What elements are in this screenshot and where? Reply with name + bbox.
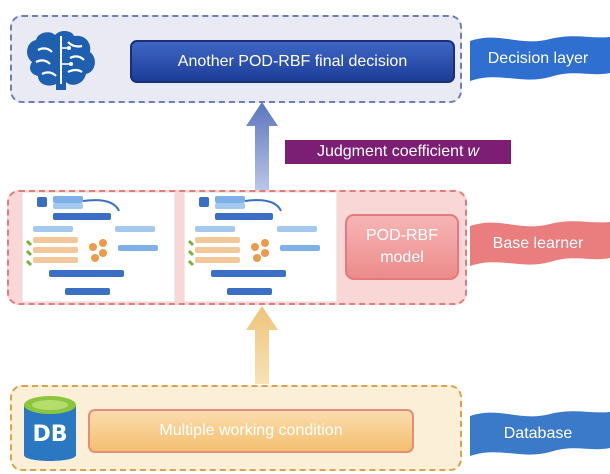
flowchart-thumbnail-1 — [22, 192, 175, 302]
working-condition-text: Multiple working condition — [159, 422, 343, 439]
decision-layer-ribbon — [470, 36, 610, 81]
base-learner-ribbon — [470, 221, 610, 266]
database-ribbon — [470, 411, 610, 456]
arrow-up-blue-icon — [246, 102, 278, 190]
pod-rbf-model-box: POD-RBF model — [345, 214, 459, 280]
final-decision-box: Another POD-RBF final decision — [130, 40, 455, 83]
flowchart-thumbnail-icon — [25, 196, 158, 295]
final-decision-text: Another POD-RBF final decision — [177, 52, 408, 70]
database-label: Database — [503, 425, 573, 442]
database-icon-label: DB — [32, 422, 68, 447]
base-learner-label: Base learner — [492, 235, 584, 252]
flowchart-thumbnail-2 — [184, 192, 337, 302]
flowchart-thumbnail-icon — [187, 196, 320, 295]
working-condition-box: Multiple working condition — [88, 409, 414, 453]
pod-rbf-model-line1: POD-RBF — [366, 227, 438, 244]
pod-rbf-model-line2: model — [380, 249, 424, 266]
coefficient-symbol: w — [467, 143, 480, 160]
arrow-up-gold-icon — [246, 306, 278, 384]
brain-circuit-icon — [27, 30, 95, 90]
decision-layer-label: Decision layer — [487, 50, 589, 67]
database-cylinder-icon — [24, 396, 76, 461]
judgment-coefficient-text: Judgment coefficient — [316, 143, 464, 160]
